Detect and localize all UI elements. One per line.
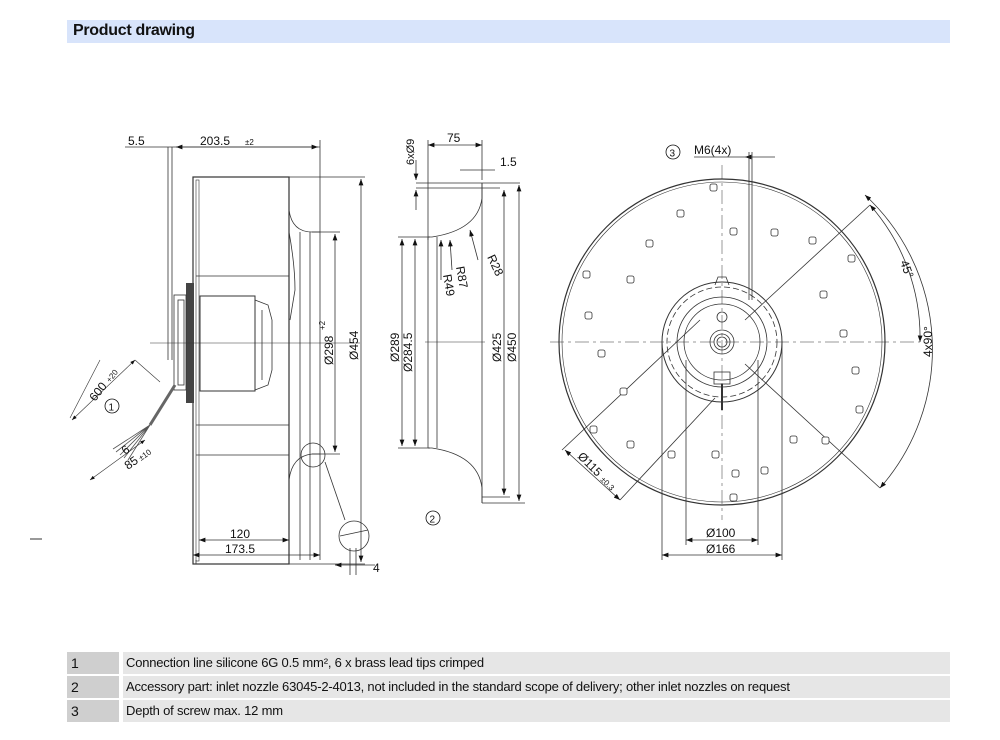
callout-3: 3 (670, 149, 676, 160)
note-row: 2 Accessory part: inlet nozzle 63045-2-4… (67, 676, 950, 698)
dim-203-5: 203.5 (200, 134, 230, 148)
dim-d298-label: Ø298 (322, 335, 336, 365)
dim-r87: R87 (453, 265, 471, 289)
margin-mark (30, 538, 42, 540)
note-number: 3 (67, 700, 119, 722)
front-view-labels: 3 M6(4x) 45° 4x90° Ø115 ±0.3 Ø100 Ø166 (575, 143, 935, 556)
dim-85-tol: ±10 (137, 447, 153, 462)
dim-d166: Ø166 (706, 542, 736, 556)
dim-45deg: 45° (897, 258, 916, 280)
dim-4x90deg: 4x90° (921, 326, 935, 357)
callout-circle-3 (665, 144, 681, 160)
dim-d115-tol: ±0.3 (599, 475, 617, 493)
blade-tabs (582, 183, 864, 502)
dim-5-5: 5.5 (128, 134, 145, 148)
note-number: 2 (67, 676, 119, 698)
nozzle-view-labels: 6xØ9 75 1.5 R49 R87 R28 Ø289 Ø284.5 Ø425… (388, 131, 519, 526)
callout-circle-1 (104, 398, 120, 414)
section-title: Product drawing (73, 22, 195, 39)
note-text: Connection line silicone 6G 0.5 mm², 6 x… (123, 652, 950, 674)
dim-4-label: 4 (373, 561, 380, 575)
note-text: Depth of screw max. 12 mm (123, 700, 950, 722)
callout-2: 2 (430, 515, 436, 526)
callout-circle-2 (425, 510, 441, 526)
dim-d450: Ø450 (505, 332, 519, 362)
callout-1: 1 (109, 403, 115, 414)
dim-m6: M6(4x) (694, 143, 731, 157)
dim-120-label: 120 (230, 527, 250, 541)
side-view-labels: 5.5 203.5 ±2 Ø298 +2 Ø454 600 +20 6 85 ±… (86, 134, 380, 575)
note-row: 3 Depth of screw max. 12 mm (67, 700, 950, 722)
note-text: Accessory part: inlet nozzle 63045-2-401… (123, 676, 950, 698)
nozzle-view (398, 140, 525, 504)
dim-1-5: 1.5 (500, 155, 517, 169)
dim-75: 75 (447, 131, 461, 145)
dim-d284: Ø284.5 (401, 332, 415, 372)
notes-table: 1 Connection line silicone 6G 0.5 mm², 6… (67, 652, 950, 724)
section-header: Product drawing (67, 20, 950, 43)
dim-203-5-tol: ±2 (245, 138, 254, 147)
dim-d289: Ø289 (388, 332, 402, 362)
dim-600: 600 (86, 379, 110, 404)
dim-d454-label: Ø454 (347, 330, 361, 360)
note-number: 1 (67, 652, 119, 674)
side-view (69, 140, 375, 575)
dim-d298-tol: +2 (318, 320, 327, 330)
dim-holes: 6xØ9 (405, 139, 417, 165)
dim-d425: Ø425 (490, 332, 504, 362)
dim-r49: R49 (440, 273, 458, 297)
dim-d115: Ø115 (575, 449, 605, 479)
dim-r28: R28 (484, 252, 506, 278)
dim-173-label: 173.5 (225, 542, 255, 556)
dim-d100: Ø100 (706, 526, 736, 540)
note-row: 1 Connection line silicone 6G 0.5 mm², 6… (67, 652, 950, 674)
dim-600-tol: +20 (104, 368, 120, 385)
product-drawing: 5.5 203.5 ±2 Ø298 +2 Ø454 600 +20 6 85 ±… (69, 131, 935, 575)
front-view (550, 152, 933, 560)
